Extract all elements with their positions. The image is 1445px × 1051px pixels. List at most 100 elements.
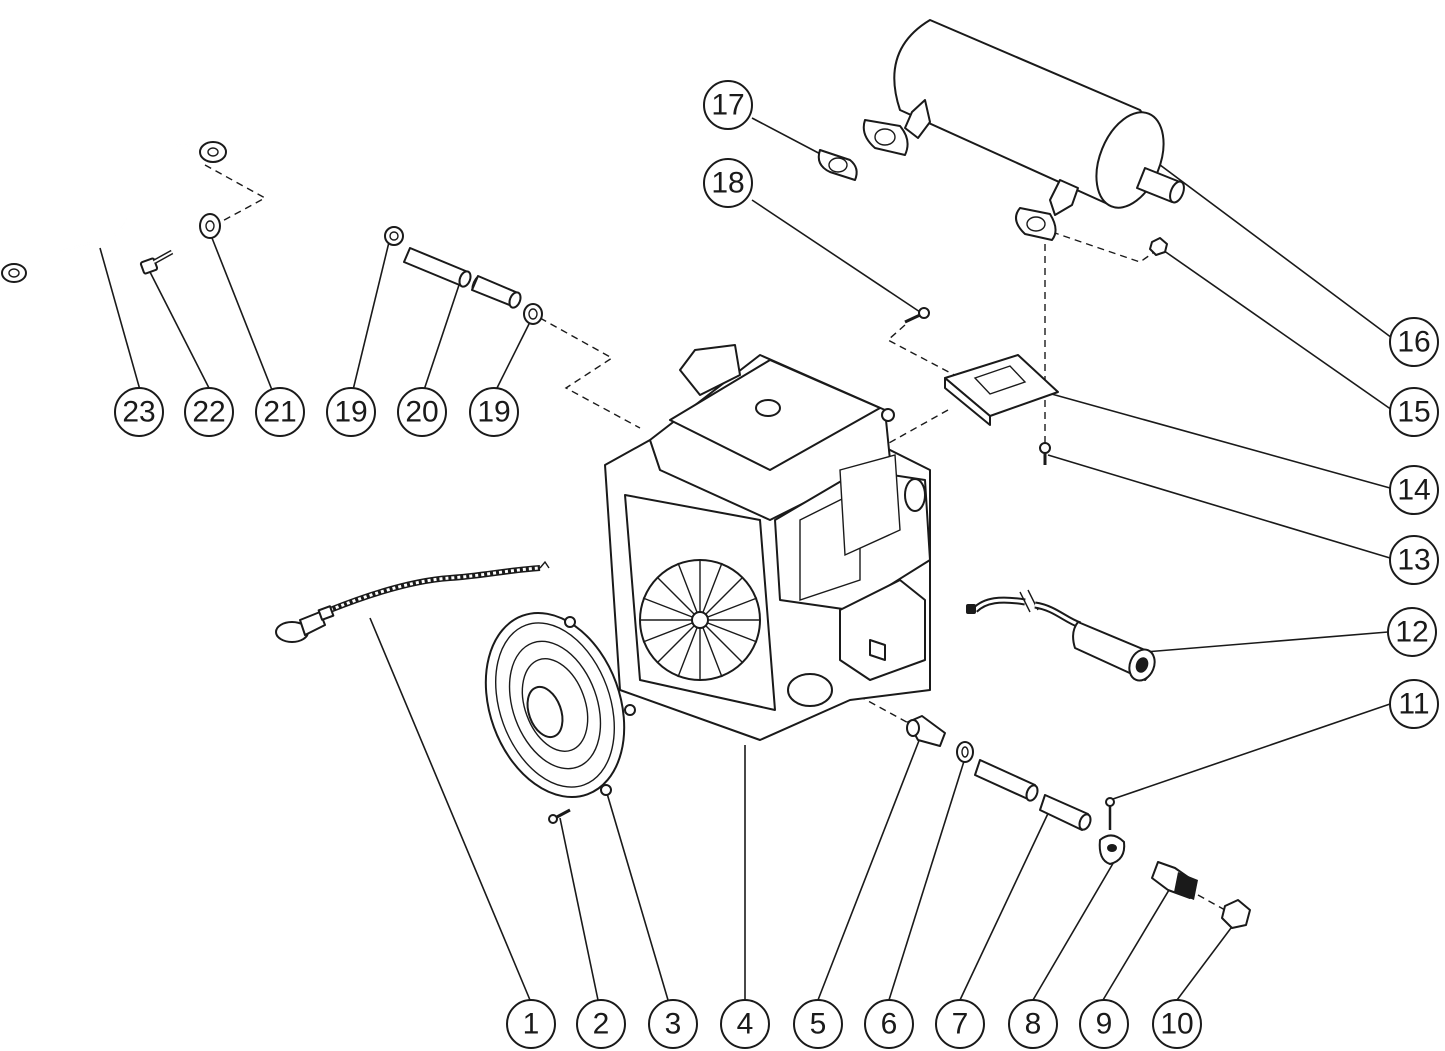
leader-13 bbox=[1047, 454, 1391, 559]
callout-13: 13 bbox=[1389, 535, 1439, 585]
part-7-hose bbox=[974, 759, 1092, 831]
leader-6 bbox=[888, 757, 966, 1001]
callout-label: 2 bbox=[593, 1008, 610, 1041]
callout-label: 10 bbox=[1160, 1008, 1193, 1041]
part-17-gasket bbox=[817, 149, 858, 181]
callout-label: 19 bbox=[477, 396, 510, 429]
part-19-clamp-upper bbox=[384, 226, 404, 246]
callout-1: 1 bbox=[506, 999, 556, 1049]
callout-12: 12 bbox=[1387, 607, 1437, 657]
callout-9: 9 bbox=[1079, 999, 1129, 1049]
callout-label: 3 bbox=[665, 1008, 682, 1041]
part-16-muffler bbox=[862, 19, 1185, 241]
part-22-bolt bbox=[139, 249, 174, 275]
callout-20: 20 bbox=[397, 387, 447, 437]
leader-17 bbox=[751, 117, 829, 159]
part-13-screw bbox=[1039, 442, 1051, 465]
callout-19a: 19 bbox=[326, 387, 376, 437]
callout-14: 14 bbox=[1389, 465, 1439, 515]
part-15-nut bbox=[1149, 237, 1168, 256]
part-9-adapter bbox=[1151, 861, 1198, 900]
leader-23 bbox=[99, 247, 141, 391]
leader-11 bbox=[1109, 703, 1391, 801]
leader-lines bbox=[99, 117, 1393, 1001]
callout-21: 21 bbox=[255, 387, 305, 437]
callout-label: 16 bbox=[1397, 326, 1430, 359]
callout-label: 5 bbox=[810, 1008, 827, 1041]
part-12-sensor bbox=[966, 589, 1156, 682]
callouts: 1 2 3 4 5 6 7 8 9 10 11 12 13 14 15 16 1… bbox=[114, 80, 1439, 1049]
callout-6: 6 bbox=[864, 999, 914, 1049]
part-8-clip bbox=[1098, 834, 1126, 865]
part-21-washer bbox=[199, 213, 221, 239]
leader-3 bbox=[605, 789, 669, 1001]
leader-1 bbox=[369, 617, 531, 1001]
part-14-bracket bbox=[944, 354, 1059, 426]
callout-label: 9 bbox=[1096, 1008, 1113, 1041]
part-20-hose bbox=[403, 247, 522, 309]
callout-22: 22 bbox=[184, 387, 234, 437]
callout-23: 23 bbox=[114, 387, 164, 437]
callout-label: 22 bbox=[192, 396, 225, 429]
callout-15: 15 bbox=[1389, 387, 1439, 437]
part-6-clamp bbox=[956, 741, 974, 763]
leader-15 bbox=[1159, 247, 1393, 411]
dash-screw-bracket bbox=[886, 324, 961, 379]
callout-label: 15 bbox=[1397, 396, 1430, 429]
leader-5 bbox=[817, 737, 921, 1001]
callout-18: 18 bbox=[703, 158, 753, 208]
callout-11: 11 bbox=[1389, 679, 1439, 729]
leader-9 bbox=[1102, 884, 1173, 1001]
part-1-choke-cable bbox=[275, 560, 550, 643]
leader-18 bbox=[751, 199, 921, 313]
callout-label: 7 bbox=[952, 1008, 969, 1041]
callout-label: 20 bbox=[405, 396, 438, 429]
part-19-clamp-lower bbox=[523, 303, 543, 325]
dash-adapter-plug bbox=[1197, 894, 1226, 911]
callout-label: 11 bbox=[1398, 688, 1429, 721]
dash-bracket-engine bbox=[879, 409, 949, 449]
callout-4: 4 bbox=[720, 999, 770, 1049]
leader-21 bbox=[211, 237, 273, 391]
dash-muffler-nut bbox=[1051, 231, 1161, 263]
callout-label: 6 bbox=[881, 1008, 898, 1041]
part-2-screw bbox=[548, 808, 571, 824]
callout-label: 14 bbox=[1397, 474, 1430, 507]
callout-label: 17 bbox=[711, 89, 744, 122]
callout-label: 4 bbox=[737, 1008, 754, 1041]
part-10-plug bbox=[1221, 899, 1251, 929]
callout-label: 21 bbox=[263, 396, 296, 429]
callout-19b: 19 bbox=[469, 387, 519, 437]
part-23-ground-cable bbox=[1, 141, 227, 283]
fan-spokes bbox=[640, 560, 760, 680]
callout-label: 19 bbox=[334, 396, 367, 429]
callout-16: 16 bbox=[1389, 317, 1439, 367]
leader-10 bbox=[1176, 919, 1238, 1001]
part-4-engine bbox=[604, 344, 931, 741]
leader-8 bbox=[1032, 859, 1116, 1001]
callout-label: 8 bbox=[1025, 1008, 1042, 1041]
callout-5: 5 bbox=[793, 999, 843, 1049]
callout-label: 13 bbox=[1397, 544, 1430, 577]
part-5-fitting bbox=[906, 715, 946, 747]
leader-2 bbox=[559, 817, 599, 1001]
leader-19b bbox=[495, 321, 531, 391]
callout-17: 17 bbox=[703, 80, 753, 130]
part-18-screw bbox=[904, 307, 930, 324]
leader-22 bbox=[149, 271, 211, 391]
callout-label: 18 bbox=[711, 167, 744, 200]
leader-14 bbox=[1029, 387, 1391, 489]
callout-3: 3 bbox=[648, 999, 698, 1049]
part-11-screw bbox=[1105, 797, 1115, 830]
dash-hose-engine bbox=[539, 317, 641, 429]
callout-label: 1 bbox=[523, 1008, 540, 1041]
callout-label: 12 bbox=[1395, 616, 1428, 649]
leader-7 bbox=[959, 804, 1053, 1001]
leader-16 bbox=[1139, 149, 1393, 339]
callout-8: 8 bbox=[1008, 999, 1058, 1049]
leader-20 bbox=[423, 281, 461, 391]
leader-12 bbox=[1144, 631, 1389, 653]
callout-2: 2 bbox=[576, 999, 626, 1049]
